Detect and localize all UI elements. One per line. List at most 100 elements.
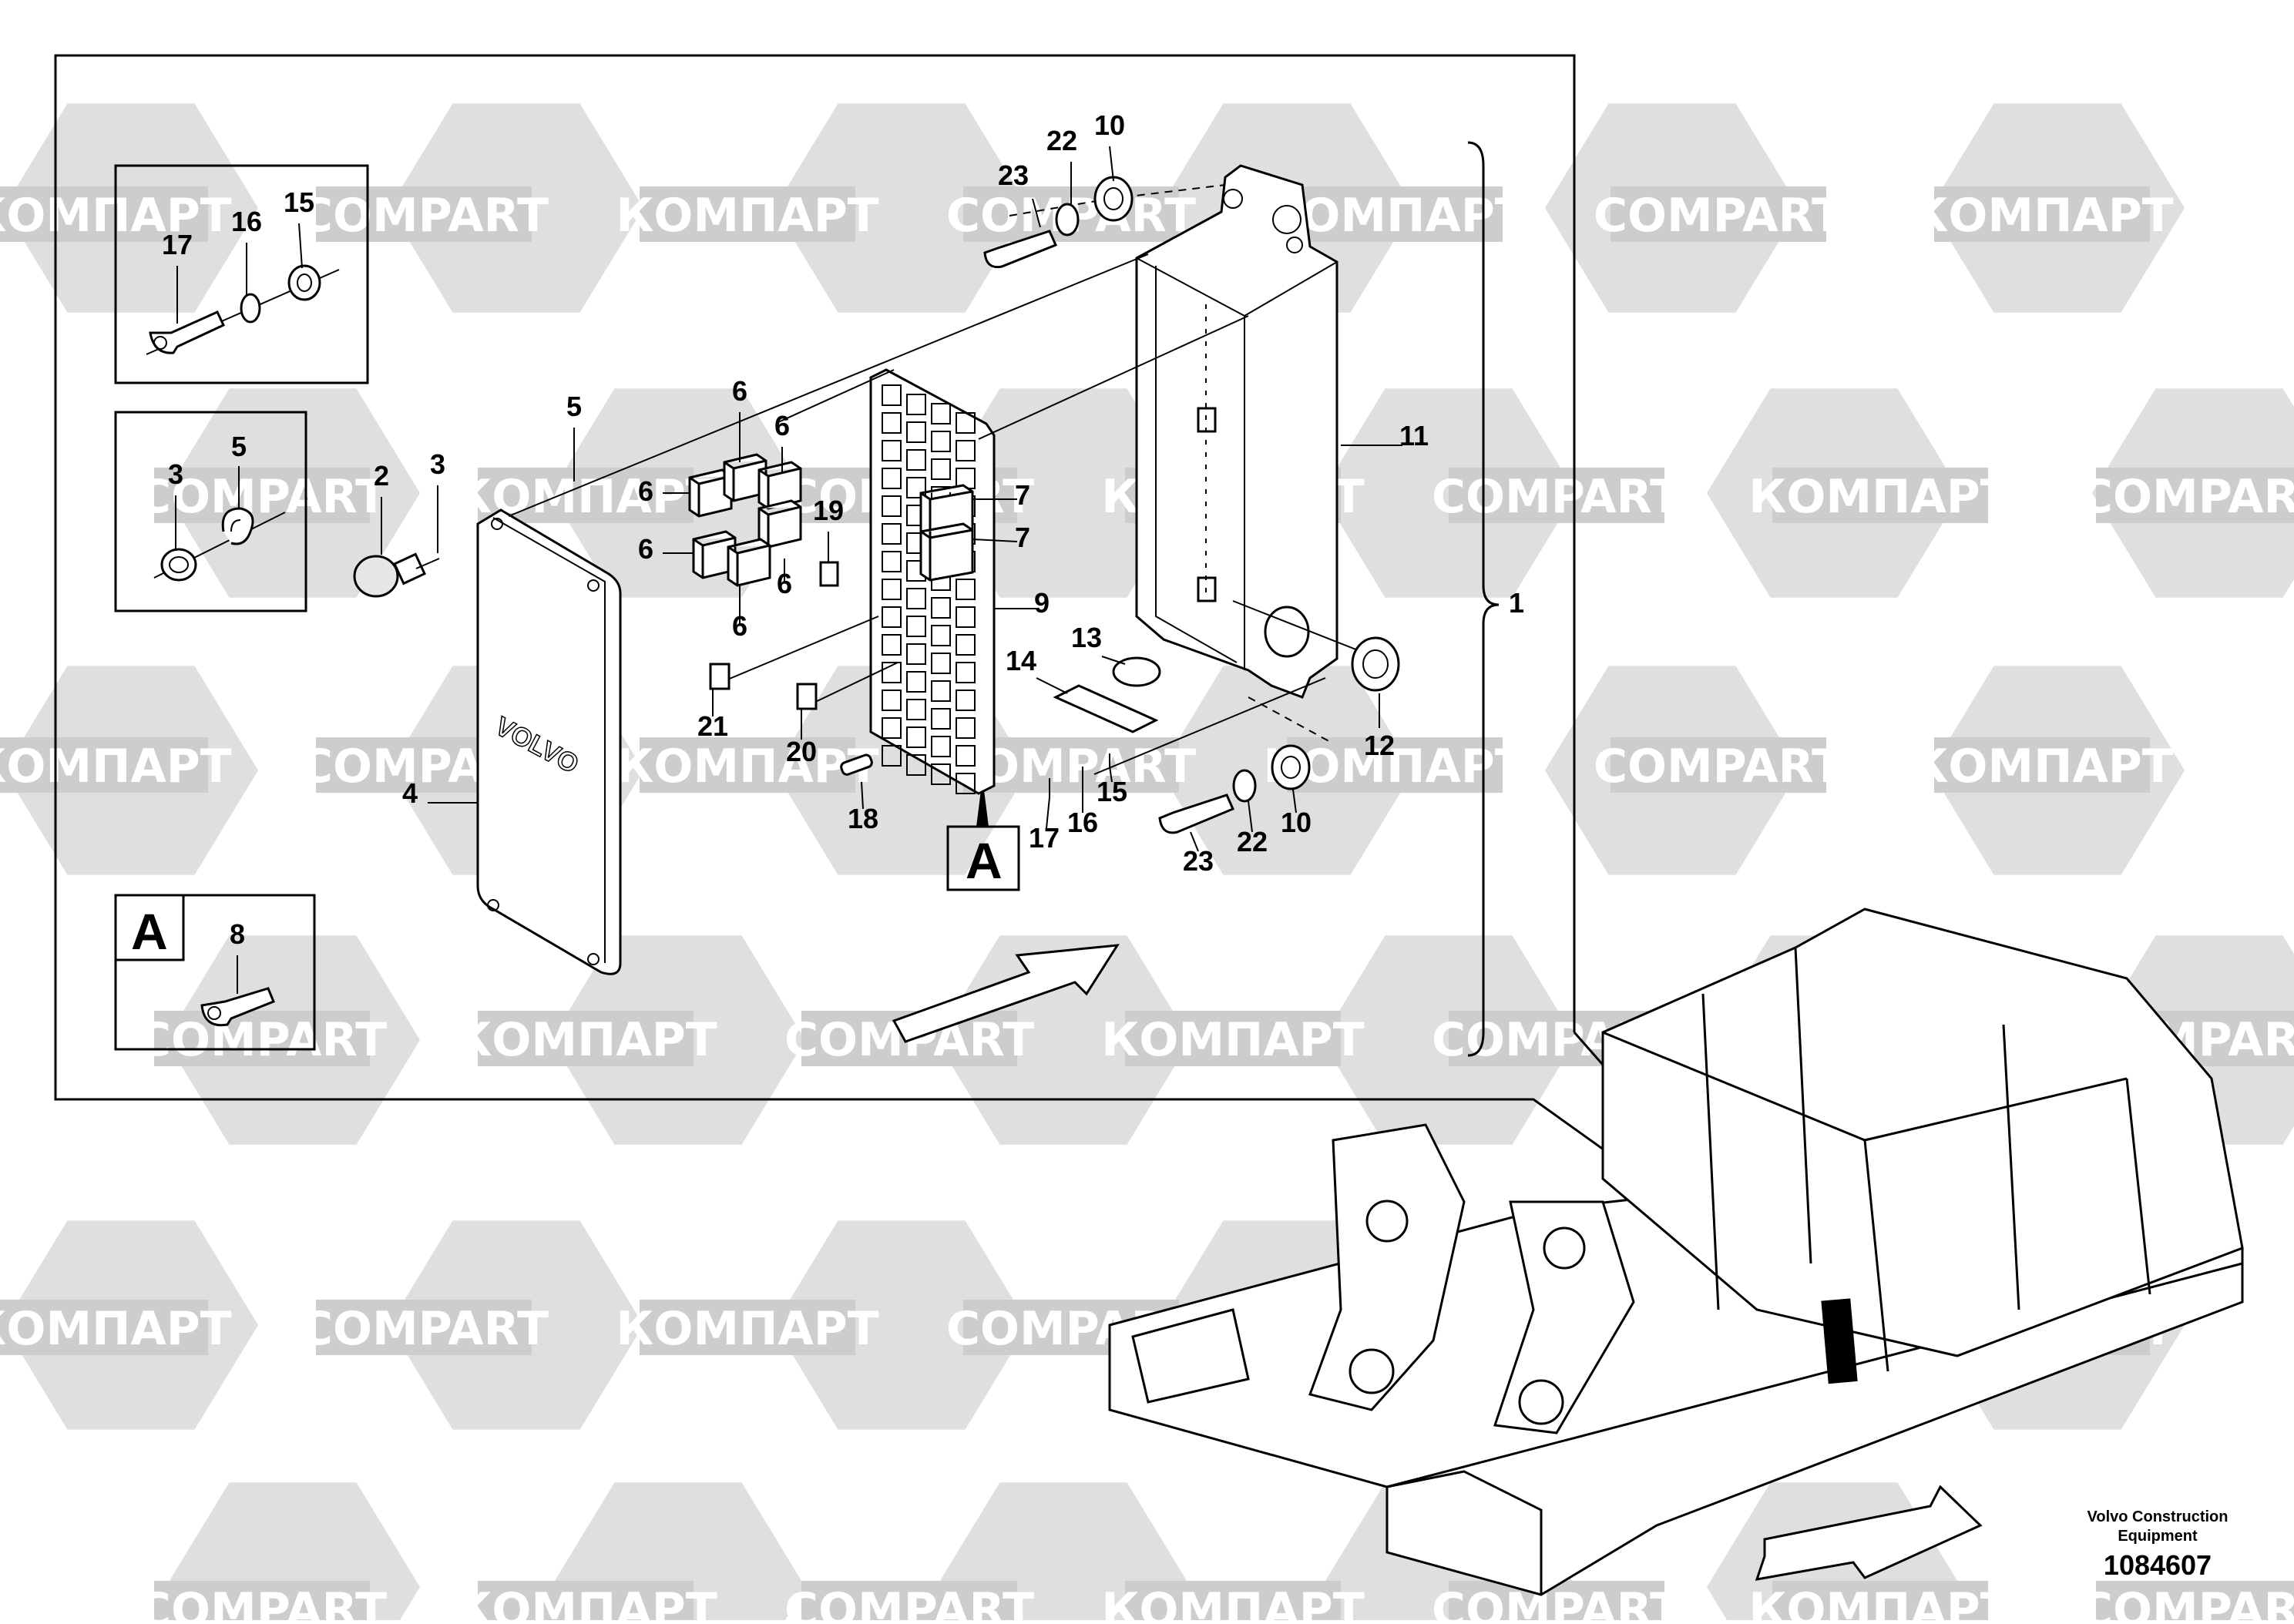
- callout-6: 6: [638, 475, 653, 507]
- relays: [688, 453, 974, 587]
- fuse-slot: [931, 708, 951, 730]
- watermark-text: КОМПАРТ: [0, 1302, 232, 1356]
- fuse-slot: [906, 394, 926, 415]
- cover-plate: VOLVO: [476, 508, 622, 975]
- callout-leader: [298, 223, 303, 269]
- watermark-text: КОМПАРТ: [1748, 1583, 2011, 1620]
- fuse-slot: [906, 421, 926, 443]
- fuse-slot: [882, 579, 902, 600]
- relay: [919, 522, 974, 582]
- fuse-slot: [931, 403, 951, 424]
- callout-7: 7: [1015, 522, 1030, 553]
- callout-14: 14: [1006, 645, 1036, 676]
- fuse-slot: [931, 736, 951, 757]
- top-fasteners: [983, 176, 1134, 269]
- view-a-label-main: A: [966, 832, 1003, 889]
- watermark-band: [1449, 1581, 1664, 1624]
- fuse-slot: [882, 634, 902, 656]
- watermark-text: КОМПАРТ: [454, 1583, 717, 1620]
- callout-2: 2: [374, 460, 389, 492]
- watermark-band: [640, 737, 855, 793]
- watermark-text: COMPART: [299, 189, 549, 243]
- fuse-slot: [882, 551, 902, 572]
- watermark-band: [0, 1300, 208, 1355]
- callout-leader: [1292, 789, 1297, 814]
- callout-6: 6: [638, 533, 653, 565]
- watermark-band: [316, 1300, 532, 1355]
- fuse-slot: [931, 763, 951, 785]
- watermark-band: [1125, 1011, 1341, 1066]
- callout-19: 19: [813, 495, 844, 526]
- watermark-band: [1772, 1581, 1988, 1624]
- relay: [757, 461, 802, 510]
- inset-box-view-a: [114, 894, 316, 1051]
- watermark-text: КОМПАРТ: [616, 740, 878, 794]
- watermark-band: [1287, 186, 1503, 242]
- fuse-slot: [956, 773, 976, 794]
- inset-screw-8: [200, 987, 275, 1027]
- callout-6: 6: [777, 568, 792, 599]
- fuse-slot: [956, 412, 976, 434]
- watermark-text: COMPART: [137, 1013, 387, 1067]
- watermark-text: КОМПАРТ: [1101, 1013, 1364, 1067]
- fuse-slot: [956, 634, 976, 656]
- fuse-slot: [956, 717, 976, 739]
- fuse-slot: [882, 523, 902, 545]
- fuse-slot: [906, 588, 926, 609]
- fuse-slot: [931, 625, 951, 646]
- fuse-slot: [956, 690, 976, 711]
- watermark-hexagon: [936, 388, 1191, 598]
- callout-17: 17: [162, 229, 193, 260]
- watermark-text: COMPART: [1432, 1583, 1681, 1620]
- watermark-band: [478, 1581, 694, 1624]
- callout-leader: [1032, 198, 1041, 228]
- arrow-left-icon: [1755, 1485, 1983, 1581]
- callout-17: 17: [1029, 822, 1060, 854]
- fuse-slot: [882, 412, 902, 434]
- watermark-band: [801, 1581, 1017, 1624]
- relay: [692, 530, 737, 579]
- callout-leader: [1101, 656, 1126, 665]
- detail-frame: [54, 54, 1920, 1377]
- fuse-slot: [882, 606, 902, 628]
- company-name-line1: Volvo Construction: [2087, 1508, 2229, 1525]
- callout-6: 6: [732, 610, 747, 642]
- watermark-band: [2096, 1581, 2294, 1624]
- fuse-slot: [882, 717, 902, 739]
- fuse-slot: [882, 745, 902, 767]
- fuse-slot: [882, 468, 902, 489]
- fuse-slot: [931, 431, 951, 452]
- callout-10: 10: [1094, 109, 1125, 141]
- watermark-band: [154, 1581, 370, 1624]
- inset-washer-clip-parts: [153, 507, 286, 582]
- callout-23: 23: [1183, 845, 1214, 877]
- fuse-slot: [906, 643, 926, 665]
- fuse-slot: [906, 754, 926, 776]
- fuse-slot: [931, 653, 951, 674]
- callout-3: 3: [430, 448, 445, 480]
- callout-leader: [1190, 831, 1199, 852]
- fuse-slot: [906, 449, 926, 471]
- fuse-slot: [931, 680, 951, 702]
- watermark-text: КОМПАРТ: [1910, 189, 2173, 243]
- callout-5: 5: [231, 431, 247, 462]
- watermark-text: КОМПАРТ: [616, 189, 878, 243]
- watermark-band: [154, 1011, 370, 1066]
- knob: [353, 552, 440, 598]
- watermark-text: КОМПАРТ: [616, 1302, 878, 1356]
- watermark-band: [1449, 468, 1664, 523]
- callout-23: 23: [998, 159, 1029, 191]
- callout-10: 10: [1281, 807, 1312, 838]
- watermark-band: [963, 737, 1179, 793]
- callout-12: 12: [1364, 730, 1395, 761]
- callout-11: 11: [1399, 420, 1429, 451]
- watermark-hexagon: [774, 1220, 1029, 1430]
- watermark-band: [1772, 468, 1988, 523]
- view-a-label-inset: A: [131, 903, 168, 960]
- fuse-slot: [956, 579, 976, 600]
- callout-leader: [861, 781, 864, 810]
- relay: [688, 468, 733, 518]
- relay: [727, 538, 771, 587]
- relay: [757, 499, 802, 549]
